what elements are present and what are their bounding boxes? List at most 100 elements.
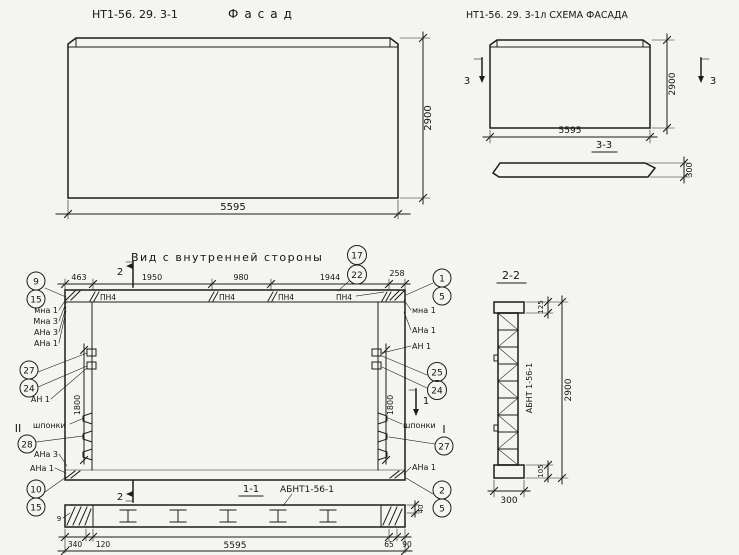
callout-2-value: 2 — [439, 487, 445, 497]
section-3-3: 3-3 300 — [491, 140, 694, 184]
keys-label-right-text: шпонки — [403, 421, 436, 430]
label-mna1-right: мна 1 — [412, 306, 436, 315]
callout-1-5: 1 5 — [405, 268, 452, 306]
section-2-2-title: 2-2 — [502, 269, 520, 282]
cut-mark-2-top: 2 — [117, 260, 134, 288]
label-an1-left: АН 1 — [31, 395, 50, 404]
keys-label-left: II шпонки 28 — [15, 417, 85, 454]
section-2-2-top-dimension: 125 — [525, 296, 554, 319]
schema-view: НТ1-56. 29. 3-1л СХЕМА ФАСАДА 2900 5595 … — [464, 10, 716, 184]
callout-27-left-value: 27 — [23, 367, 34, 377]
callout-17-value: 17 — [351, 252, 362, 262]
callout-17-22: 17 22 — [337, 245, 367, 292]
plate-label-2: ПН4 — [219, 293, 235, 302]
beam-mark-label: АБНТ1-56-1 — [280, 485, 334, 495]
connector-plates-left — [86, 348, 97, 370]
schema-cut-mark-right-label: 3 — [710, 76, 716, 87]
section-3-3-thickness-dimension: 300 — [646, 156, 694, 184]
facade-panel-outline — [67, 37, 399, 199]
section-2-2-title-group: 2-2 — [496, 269, 527, 284]
labels-right-top: мна 1 АНа 1 АН 1 — [381, 299, 436, 354]
callout-9-15: 9 15 — [26, 271, 67, 309]
plate-label-3: ПН4 — [278, 293, 294, 302]
beam-mark-group: АБНТ1-56-1 — [280, 485, 334, 507]
cut-mark-2-top-label: 2 — [117, 267, 123, 278]
section-2-2-dim-300: 300 — [500, 496, 517, 506]
callout-10-value: 10 — [30, 486, 42, 496]
callout-15-value: 15 — [30, 296, 41, 306]
top-dim-1944: 1944 — [320, 273, 340, 282]
facade-width-dimension: 5595 — [55, 199, 411, 220]
strip-end-hatch-right — [382, 506, 403, 526]
section-2-2-beam-mark: АБНТ 1-56-1 — [525, 363, 534, 414]
schema-cut-mark-left: 3 — [464, 57, 485, 87]
cut-mark-2-bottom: 2 — [117, 480, 134, 503]
plate-label-1: ПН4 — [100, 293, 116, 302]
callout-2-5: 2 5 — [405, 477, 452, 518]
callout-25-value: 25 — [431, 369, 442, 379]
section-1-1-title-group: 1-1 — [238, 484, 264, 497]
inner-view: Вид с внутренней стороны 17 22 2 463 195… — [15, 245, 454, 555]
label-ana1-left-bottom: АНа 1 — [30, 464, 54, 473]
labels-left-bottom: АНа 3 АНа 1 — [30, 450, 68, 474]
dim-1800-right: 1800 — [386, 395, 395, 415]
section-2-2-dim-105: 105 — [537, 464, 545, 477]
bottom-dim-340: 340 — [68, 540, 83, 549]
facade-top-band — [67, 37, 399, 48]
schema-height-value: 2900 — [668, 72, 678, 95]
schema-cut-mark-right: 3 — [698, 57, 716, 87]
section-2-2-width-dimension: 300 — [487, 479, 531, 506]
keys-label-left-text: шпонки — [33, 421, 66, 430]
callout-5-value: 5 — [439, 293, 445, 303]
plate-labels: ПН4 ПН4 ПН4 ПН4 — [100, 291, 385, 302]
callout-25-24-right: 25 24 — [381, 355, 447, 400]
strip-height-dimension: 40 — [406, 500, 425, 518]
facade-height-value: 2900 — [423, 105, 434, 130]
cut-mark-1: 1 — [408, 388, 429, 416]
inner-panel-bands — [64, 301, 406, 471]
schema-width-value: 5595 — [559, 126, 582, 136]
section-2-2-height-dimension: 2900 — [525, 295, 574, 485]
section-2-2-body — [493, 301, 525, 479]
schema-cut-mark-left-label: 3 — [464, 76, 470, 87]
facade-height-dimension: 2900 — [399, 31, 434, 205]
strip-bottom-dimensions: 340 120 65 90 5595 — [57, 528, 413, 555]
cut-mark-2-bottom-label: 2 — [117, 492, 123, 503]
corner-anchor-hatches — [65, 290, 405, 479]
connector-plates-right — [371, 348, 382, 370]
facade-width-value: 5595 — [220, 202, 245, 213]
labels-left-top: мна 1 Мна 3 АНа 3 АНа 1 — [33, 298, 67, 348]
callout-5-bottom-value: 5 — [439, 505, 445, 515]
strip-ibeam-symbols — [119, 509, 337, 523]
roman-two-label: II — [15, 422, 22, 435]
section-1-1-title: 1-1 — [243, 484, 259, 495]
callout-28-value: 28 — [21, 441, 33, 451]
top-dim-1950: 1950 — [142, 273, 162, 282]
cut-mark-1-label: 1 — [423, 396, 429, 407]
bottom-dim-90: 90 — [402, 540, 412, 549]
facade-view: НТ1-56. 29. 3-1 Фасад 5595 2900 — [55, 7, 434, 220]
label-mna1-left: мна 1 — [34, 306, 58, 315]
section-2-2-dim-125: 125 — [537, 300, 545, 313]
schema-title-label: НТ1-56. 29. 3-1л СХЕМА ФАСАДА — [466, 10, 628, 21]
inner-vertical-dimension-left: 1800 — [73, 343, 89, 465]
label-ana1-right: АНа 1 — [412, 326, 436, 335]
section-3-3-profile — [491, 162, 657, 178]
label-ana3-left: АНа 3 — [34, 328, 58, 337]
top-dim-463: 463 — [71, 273, 86, 282]
dim-1800-left: 1800 — [73, 395, 82, 415]
inner-vertical-dimension-right: 1800 — [381, 343, 395, 465]
callout-27-right-value: 27 — [438, 443, 449, 453]
callout-22-value: 22 — [351, 271, 362, 281]
section-3-3-thickness-value: 300 — [685, 162, 694, 177]
inner-panel-outline — [64, 289, 406, 481]
bottom-dim-120: 120 — [96, 540, 111, 549]
label-an1-right: АН 1 — [412, 342, 431, 351]
plate-label-4: ПН4 — [336, 293, 352, 302]
callout-27-24-left: 27 24 — [19, 352, 88, 398]
label-ana3-left-bottom: АНа 3 — [34, 450, 58, 459]
schema-height-dimension: 2900 — [651, 33, 678, 135]
facade-title-label: Фасад — [228, 7, 298, 21]
label-mna3-left: Мна 3 — [33, 317, 58, 326]
